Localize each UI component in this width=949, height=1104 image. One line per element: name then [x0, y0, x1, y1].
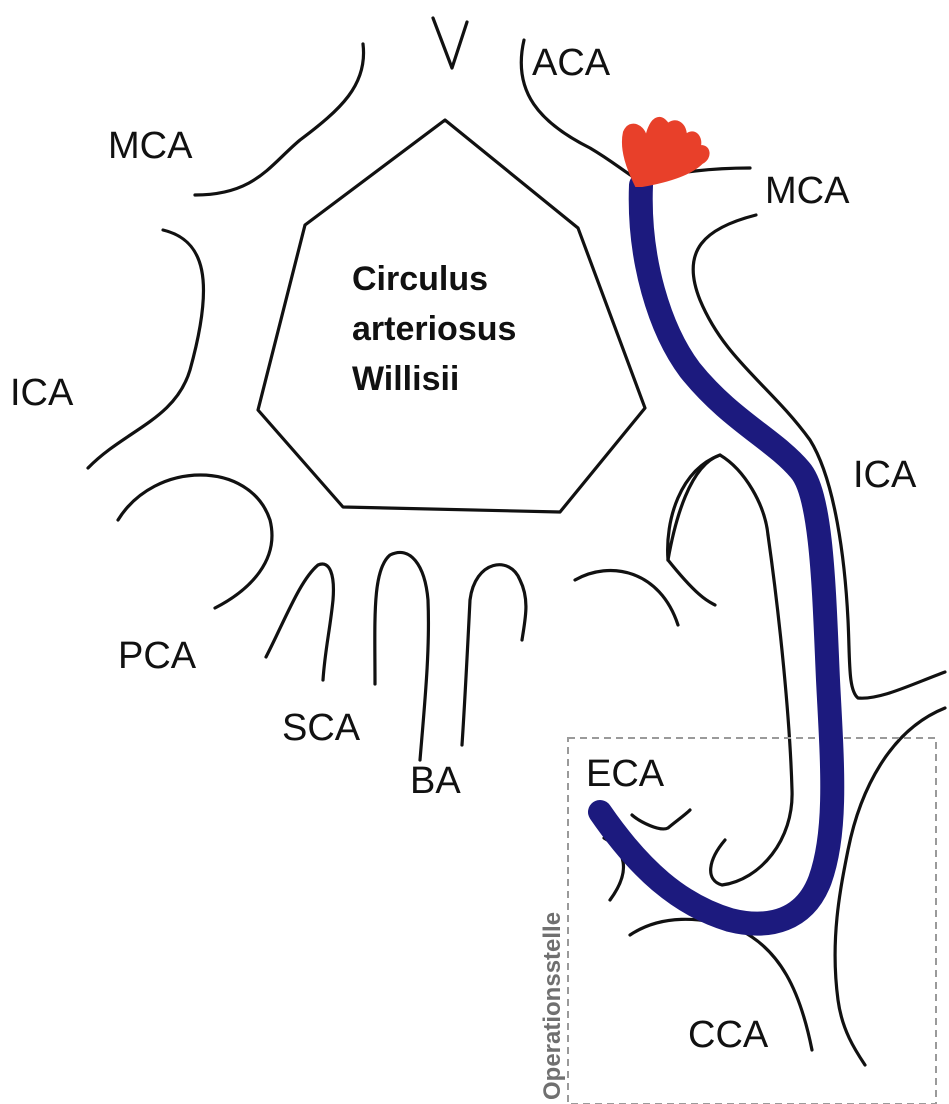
label-ica-right: ICA — [853, 454, 917, 496]
v-branch — [433, 18, 467, 68]
ica-inner-wall — [668, 455, 768, 560]
label-mca-right: MCA — [765, 170, 850, 212]
label-operation-site: Operationsstelle — [539, 912, 566, 1100]
pca-vessel — [118, 475, 272, 608]
right-inner-loop — [668, 560, 715, 605]
right-pca-vessel — [668, 455, 720, 560]
label-sca: SCA — [282, 707, 361, 749]
clot — [623, 118, 709, 186]
catheter — [600, 185, 832, 924]
label-pca: PCA — [118, 635, 197, 677]
ba-right-vessel — [462, 565, 526, 745]
left-mca-vessel — [195, 44, 364, 195]
ica-inner-wall-lower — [711, 535, 792, 885]
right-cca-outer-wall — [835, 708, 945, 1065]
label-ica-left: ICA — [10, 372, 74, 414]
left-mca-ica-vessel — [88, 230, 204, 468]
label-mca-left: MCA — [108, 125, 193, 167]
title-line-1: Circulus — [352, 260, 488, 298]
label-eca: ECA — [586, 753, 665, 795]
sca-left-vessel — [266, 564, 333, 680]
right-loop-vessel — [575, 570, 678, 625]
title-line-3: Willisii — [352, 360, 459, 398]
eca-branch — [632, 810, 690, 829]
ba-left-vessel — [375, 552, 429, 760]
label-ba: BA — [410, 760, 461, 802]
label-aca: ACA — [532, 42, 611, 84]
title-line-2: arteriosus — [352, 310, 516, 348]
label-cca: CCA — [688, 1014, 769, 1056]
